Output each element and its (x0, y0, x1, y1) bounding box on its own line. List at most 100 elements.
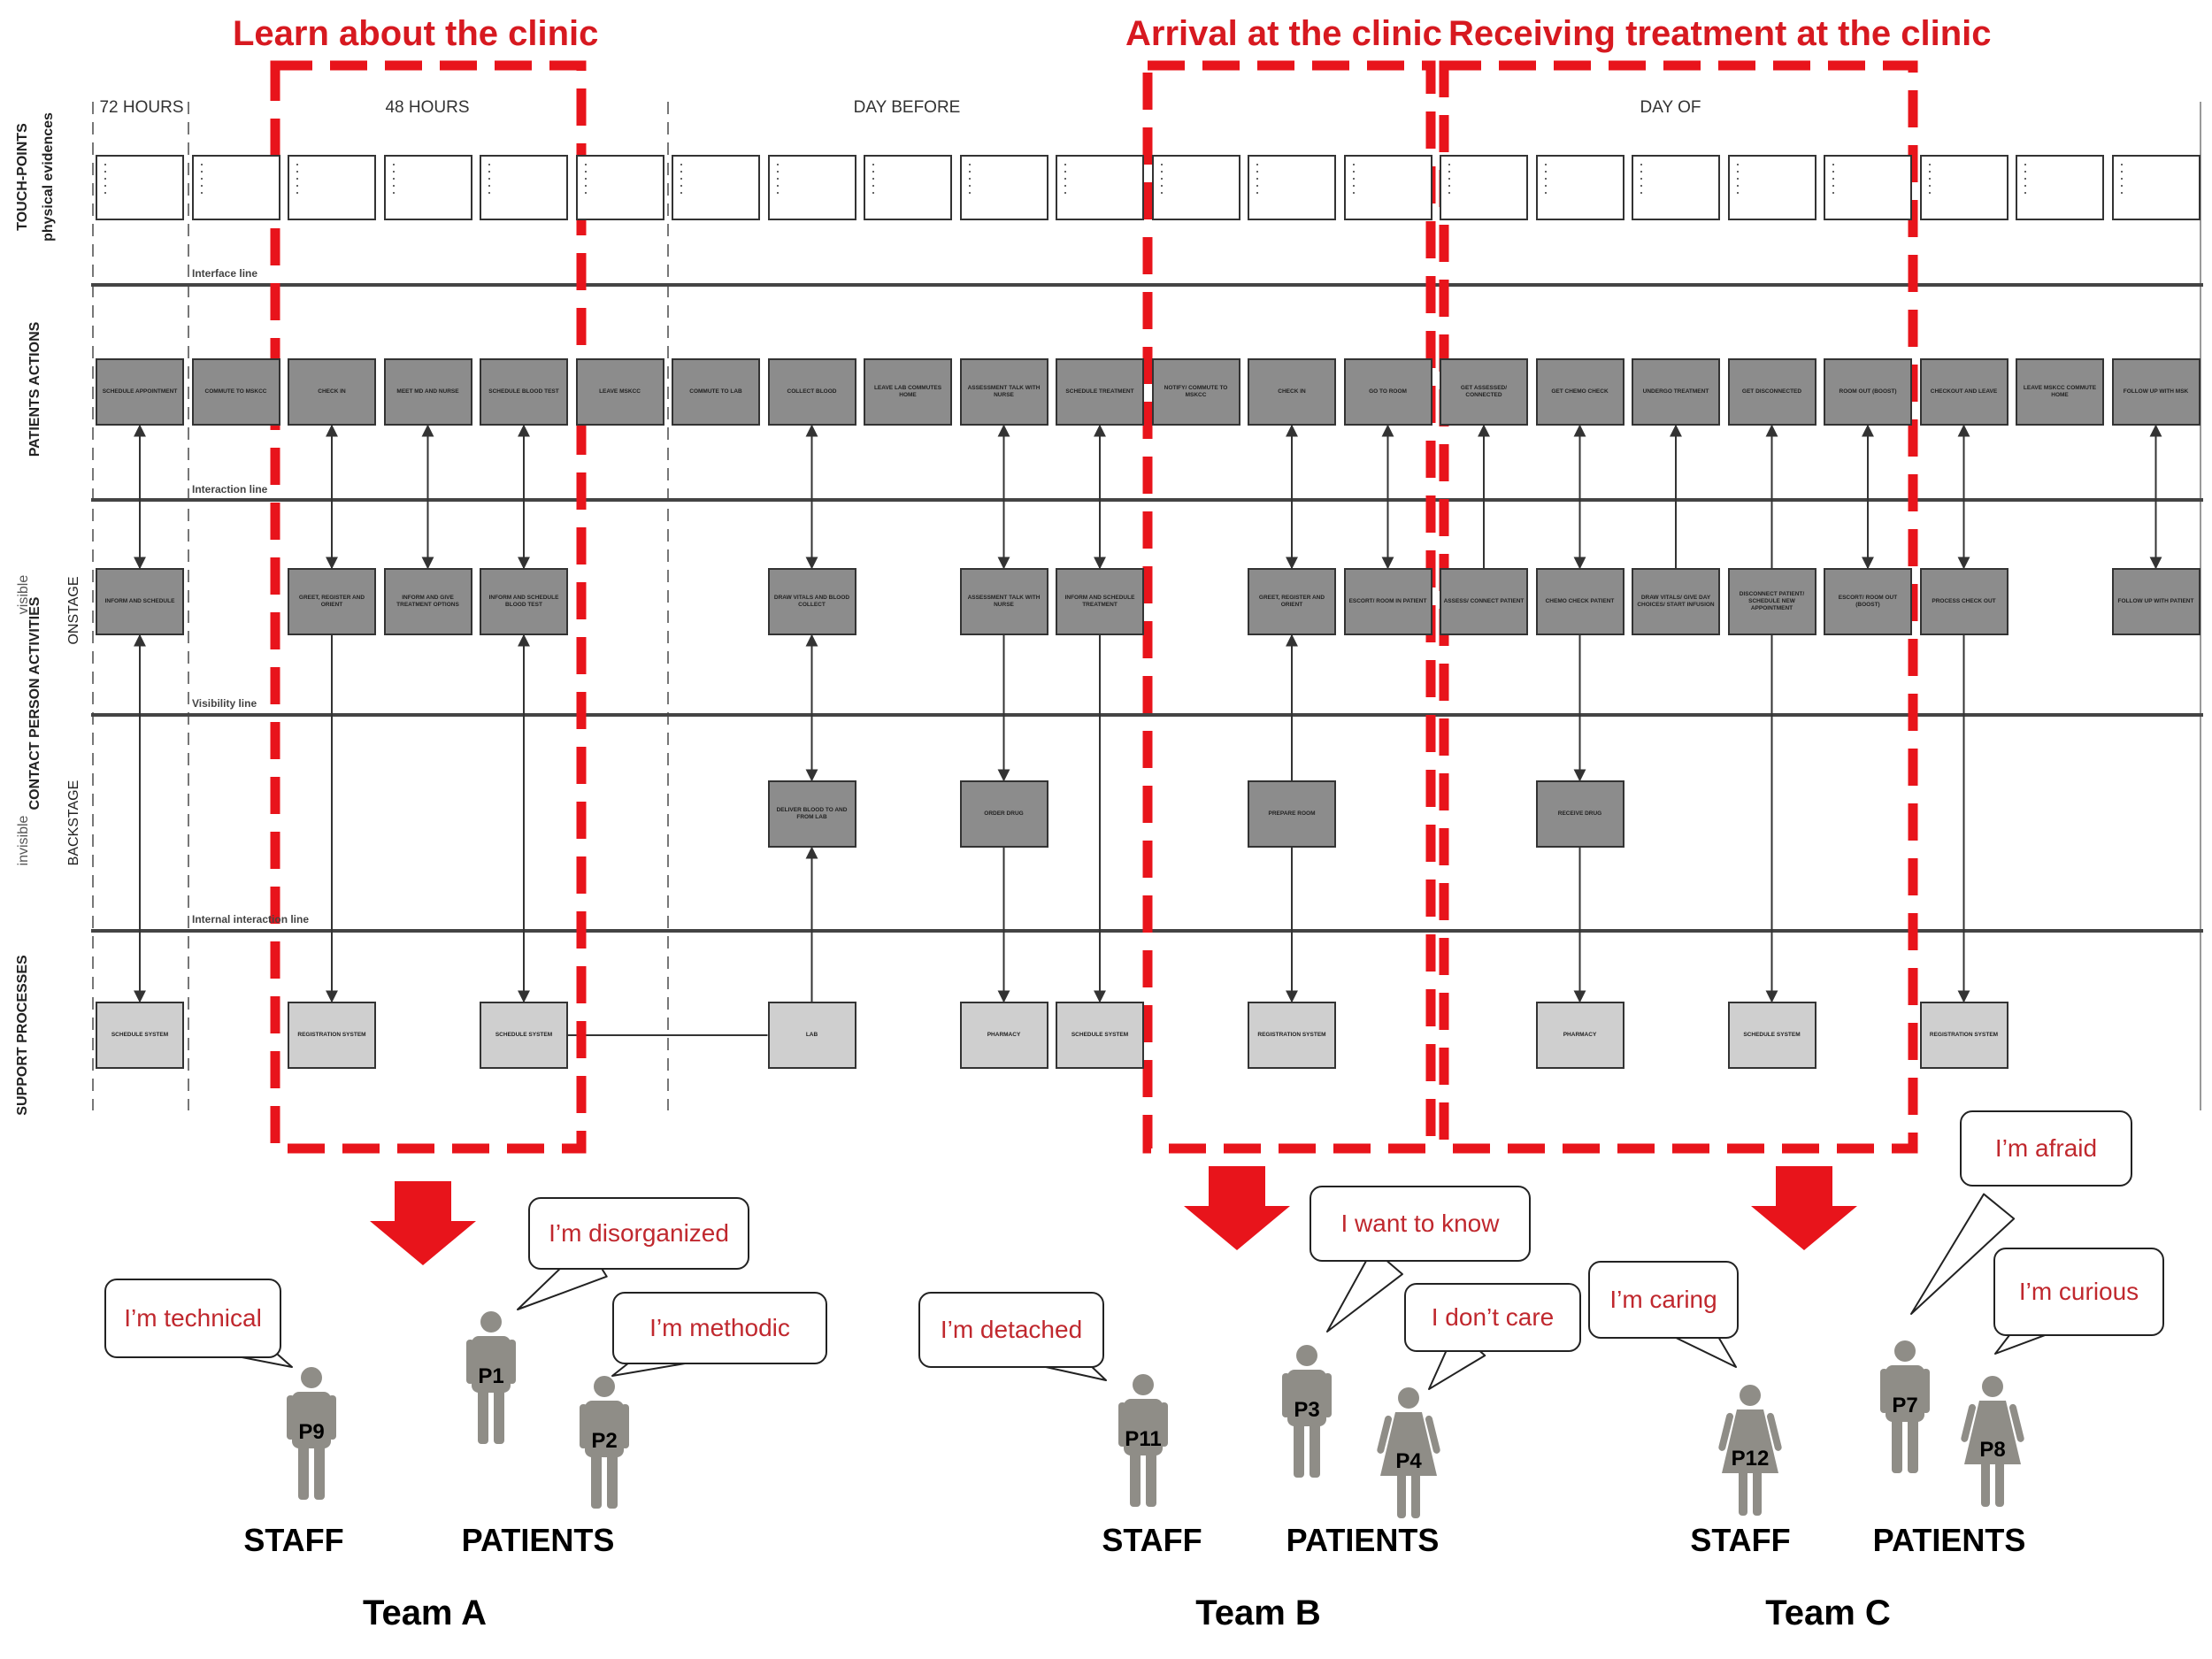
onstage-activity-box: DISCONNECT PATIENT/ SCHEDULE NEW APPOINT… (1727, 568, 1816, 635)
touchpoint-box (1632, 155, 1720, 220)
patient-action-box: LEAVE MSKCC (575, 358, 664, 426)
line-label: Internal interaction line (192, 913, 310, 926)
touchpoint-box (672, 155, 760, 220)
backstage-activity-box: PREPARE ROOM (1248, 780, 1336, 848)
onstage-activity-box: ESCORT/ ROOM IN PATIENT (1343, 568, 1432, 635)
male-person-icon (580, 1376, 629, 1509)
highlight-frame (270, 60, 587, 1154)
touchpoint-box (2111, 155, 2200, 220)
touchpoint-box (1535, 155, 1624, 220)
onstage-activity-box: FOLLOW UP WITH PATIENT (2111, 568, 2200, 635)
person-label: P8 (1979, 1438, 2006, 1462)
touchpoint-box (959, 155, 1048, 220)
patient-action-box: MEET MD AND NURSE (383, 358, 472, 426)
touchpoint-box (1056, 155, 1144, 220)
patient-action-box: GO TO ROOM (1343, 358, 1432, 426)
patient-action-box: LEAVE MSKCC COMMUTE HOME (2016, 358, 2104, 426)
patient-action-box: ROOM OUT (BOOST) (1824, 358, 1912, 426)
touchpoint-box (575, 155, 664, 220)
female-person-icon (1718, 1385, 1782, 1516)
patient-action-box: UNDERGO TREATMENT (1632, 358, 1720, 426)
line-label: Interface line (192, 267, 258, 280)
lane-label: ONSTAGE (66, 576, 81, 645)
onstage-activity-box: PROCESS CHECK OUT (1919, 568, 2008, 635)
flow-arrow (1184, 1166, 1290, 1250)
backstage-activity-box: ORDER DRUG (959, 780, 1048, 848)
onstage-activity-box: GREET, REGISTER AND ORIENT (1248, 568, 1336, 635)
touchpoint-box (480, 155, 568, 220)
male-person-icon (1282, 1345, 1332, 1478)
patient-action-box: CHECK IN (288, 358, 376, 426)
support-process-box: REGISTRATION SYSTEM (1919, 1002, 2008, 1069)
time-column-header: 48 HOURS (385, 98, 470, 117)
lane-label: PATIENTS ACTIONS (27, 321, 42, 457)
touchpoint-box (2016, 155, 2104, 220)
onstage-activity-box: INFORM AND SCHEDULE TREATMENT (1056, 568, 1144, 635)
speech-bubble: I’m detached (918, 1292, 1104, 1368)
female-person-icon (1377, 1387, 1440, 1518)
touchpoint-box (191, 155, 280, 220)
touchpoint-box (1824, 155, 1912, 220)
patient-action-box: LEAVE LAB COMMUTES HOME (864, 358, 952, 426)
lane-label: invisible (16, 815, 31, 866)
patient-action-box: GET DISCONNECTED (1727, 358, 1816, 426)
patient-action-box: CHECKOUT AND LEAVE (1919, 358, 2008, 426)
onstage-activity-box: ASSESS/ CONNECT PATIENT (1440, 568, 1528, 635)
onstage-activity-box: GREET, REGISTER AND ORIENT (288, 568, 376, 635)
time-column-header: DAY OF (1640, 98, 1701, 117)
person-label: P9 (298, 1420, 325, 1444)
female-person-icon (1961, 1376, 2024, 1507)
patient-action-box: SCHEDULE BLOOD TEST (480, 358, 568, 426)
person-label: P1 (478, 1364, 504, 1388)
male-person-icon (466, 1311, 516, 1444)
speech-bubble: I’m technical (104, 1279, 281, 1358)
backstage-activity-box: RECEIVE DRUG (1535, 780, 1624, 848)
flow-arrow (1751, 1166, 1857, 1250)
onstage-activity-box: ESCORT/ ROOM OUT (BOOST) (1824, 568, 1912, 635)
highlight-title: Receiving treatment at the clinic (1448, 14, 1992, 53)
touchpoint-box (383, 155, 472, 220)
group-label: PATIENTS (1872, 1522, 2026, 1558)
speech-bubble: I want to know (1310, 1186, 1531, 1262)
speech-bubble: I’m caring (1588, 1261, 1739, 1339)
highlight-title: Arrival at the clinic (1125, 14, 1442, 53)
patient-action-box: COMMUTE TO MSKCC (191, 358, 280, 426)
lane-label: physical evidences (41, 112, 56, 242)
onstage-activity-box: CHEMO CHECK PATIENT (1535, 568, 1624, 635)
person-label: P11 (1125, 1427, 1162, 1451)
patient-action-box: FOLLOW UP WITH MSK (2111, 358, 2200, 426)
patient-action-box: GET ASSESSED/ CONNECTED (1440, 358, 1528, 426)
patient-action-box: CHECK IN (1248, 358, 1336, 426)
group-label: PATIENTS (461, 1522, 615, 1558)
touchpoint-box (1343, 155, 1432, 220)
patient-action-box: GET CHEMO CHECK (1535, 358, 1624, 426)
group-label: PATIENTS (1286, 1522, 1440, 1558)
support-process-box: REGISTRATION SYSTEM (288, 1002, 376, 1069)
person-label: P4 (1395, 1449, 1422, 1473)
patient-action-box: COMMUTE TO LAB (672, 358, 760, 426)
patient-action-box: COLLECT BLOOD (767, 358, 856, 426)
person-label: P3 (1294, 1398, 1320, 1422)
onstage-activity-box: ASSESSMENT TALK WITH NURSE (959, 568, 1048, 635)
touchpoint-box (96, 155, 184, 220)
touchpoint-box (1919, 155, 2008, 220)
flow-arrow (370, 1181, 476, 1265)
lane-label: BACKSTAGE (66, 780, 81, 866)
male-person-icon (1118, 1374, 1168, 1507)
time-column-header: DAY BEFORE (853, 98, 961, 117)
male-person-icon (287, 1367, 336, 1500)
speech-bubble: I don’t care (1404, 1283, 1581, 1352)
support-process-box: SCHEDULE SYSTEM (480, 1002, 568, 1069)
patient-action-box: SCHEDULE APPOINTMENT (96, 358, 184, 426)
onstage-activity-box: DRAW VITALS AND BLOOD COLLECT (767, 568, 856, 635)
onstage-activity-box: INFORM AND GIVE TREATMENT OPTIONS (383, 568, 472, 635)
highlight-title: Learn about the clinic (233, 14, 599, 53)
group-label: STAFF (1690, 1522, 1791, 1558)
team-label: Team B (1195, 1594, 1321, 1632)
speech-bubble: I’m curious (1993, 1248, 2164, 1336)
lane-label: CONTACT PERSON ACTIVITIES (27, 596, 42, 810)
speech-bubble: I’m disorganized (528, 1197, 749, 1270)
speech-bubble-tail (1910, 1193, 2016, 1315)
